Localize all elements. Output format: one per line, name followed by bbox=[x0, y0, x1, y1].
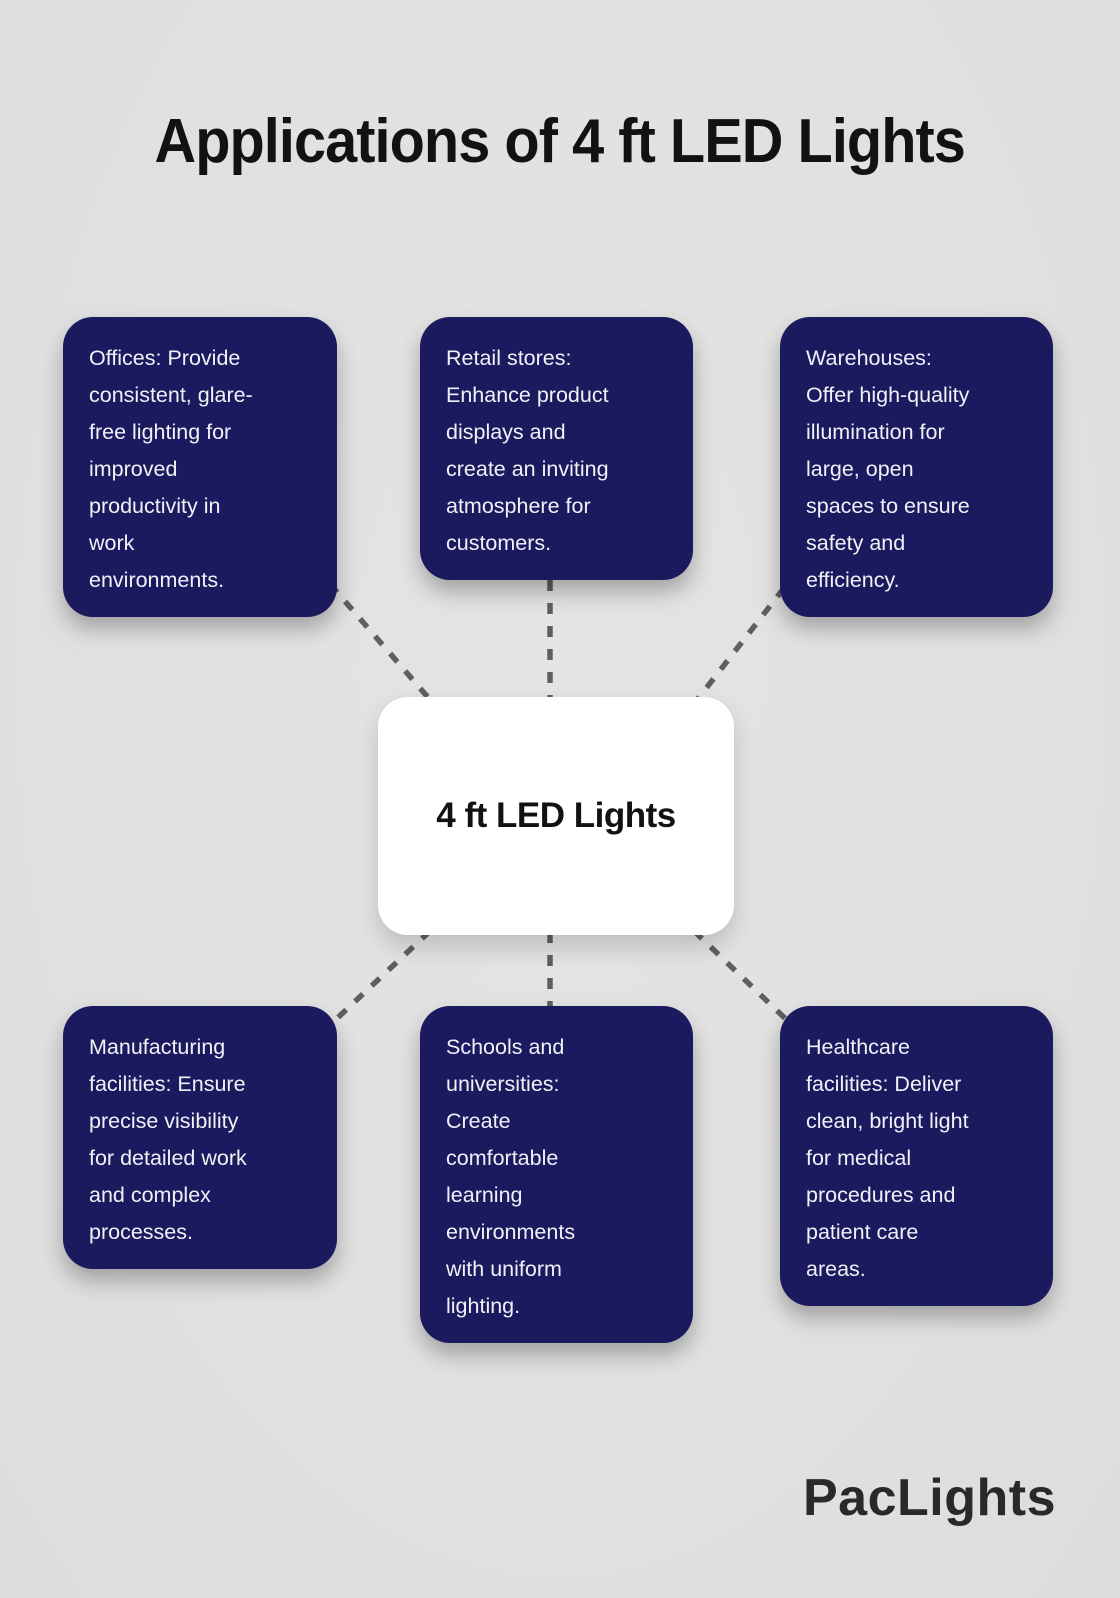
connector-center-healthcare bbox=[692, 929, 794, 1027]
page-title-text: Applications of 4 ft LED Lights bbox=[154, 107, 966, 176]
node-offices: Offices: Provide consistent, glare- free… bbox=[63, 317, 337, 617]
paclights-logo: PacLights bbox=[803, 1469, 1056, 1527]
node-manufacturing-text: Manufacturing facilities: Ensure precise… bbox=[89, 1035, 247, 1244]
node-offices-text: Offices: Provide consistent, glare- free… bbox=[89, 346, 253, 592]
connector-offices-center bbox=[327, 582, 435, 704]
node-warehouses-text: Warehouses: Offer high-quality illuminat… bbox=[806, 346, 970, 592]
connector-warehouses-center bbox=[694, 586, 787, 702]
node-schools: Schools and universities: Create comfort… bbox=[420, 1006, 693, 1343]
page-title: Applications of 4 ft LED Lights bbox=[0, 106, 1120, 177]
center-node: 4 ft LED Lights bbox=[378, 697, 734, 935]
node-retail-stores: Retail stores: Enhance product displays … bbox=[420, 317, 693, 580]
node-schools-text: Schools and universities: Create comfort… bbox=[446, 1035, 576, 1318]
node-warehouses: Warehouses: Offer high-quality illuminat… bbox=[780, 317, 1053, 617]
node-manufacturing: Manufacturing facilities: Ensure precise… bbox=[63, 1006, 337, 1269]
connector-center-manufacturing bbox=[328, 928, 432, 1028]
node-healthcare: Healthcare facilities: Deliver clean, br… bbox=[780, 1006, 1053, 1306]
center-node-label: 4 ft LED Lights bbox=[436, 796, 676, 835]
node-healthcare-text: Healthcare facilities: Deliver clean, br… bbox=[806, 1035, 969, 1281]
node-retail-stores-text: Retail stores: Enhance product displays … bbox=[446, 346, 609, 555]
